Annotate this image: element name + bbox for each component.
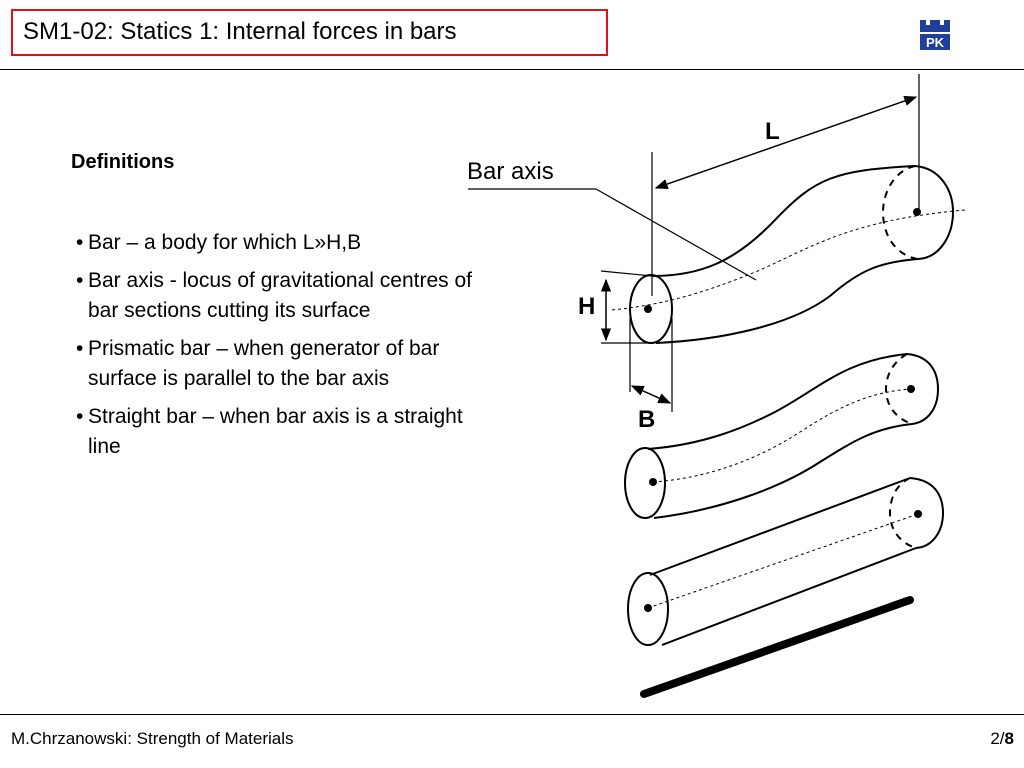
definitions-heading: Definitions [71, 151, 175, 173]
list-item: Prismatic bar – when generator of bar su… [76, 334, 496, 394]
list-item: Straight bar – when bar axis is a straig… [76, 402, 496, 462]
curved-bar-1 [611, 165, 966, 344]
title-box: SM1-02: Statics 1: Internal forces in ba… [11, 9, 608, 56]
straight-bar [627, 477, 945, 646]
curved-bar-2 [624, 353, 940, 519]
centroid-points [644, 208, 922, 612]
page-title: SM1-02: Statics 1: Internal forces in ba… [23, 18, 457, 45]
logo-text: PK [926, 35, 945, 50]
header-divider [0, 69, 1024, 70]
footer-author: M.Chrzanowski: Strength of Materials [11, 729, 294, 748]
width-label: B [638, 406, 655, 433]
definitions-list: Bar – a body for which L»H,B Bar axis - … [76, 228, 496, 470]
height-label: H [578, 293, 595, 320]
page-total: 8 [1004, 729, 1014, 748]
list-item: Bar axis - locus of gravitational centre… [76, 266, 496, 326]
page-number: 2/8 [990, 729, 1014, 749]
footer-divider [0, 714, 1024, 715]
length-label: L [765, 118, 780, 145]
university-logo: PK [916, 18, 954, 52]
axis-line [640, 596, 914, 698]
bar-axis-label: Bar axis [467, 158, 554, 185]
list-item: Bar – a body for which L»H,B [76, 228, 496, 258]
page-current: 2/ [990, 729, 1005, 748]
